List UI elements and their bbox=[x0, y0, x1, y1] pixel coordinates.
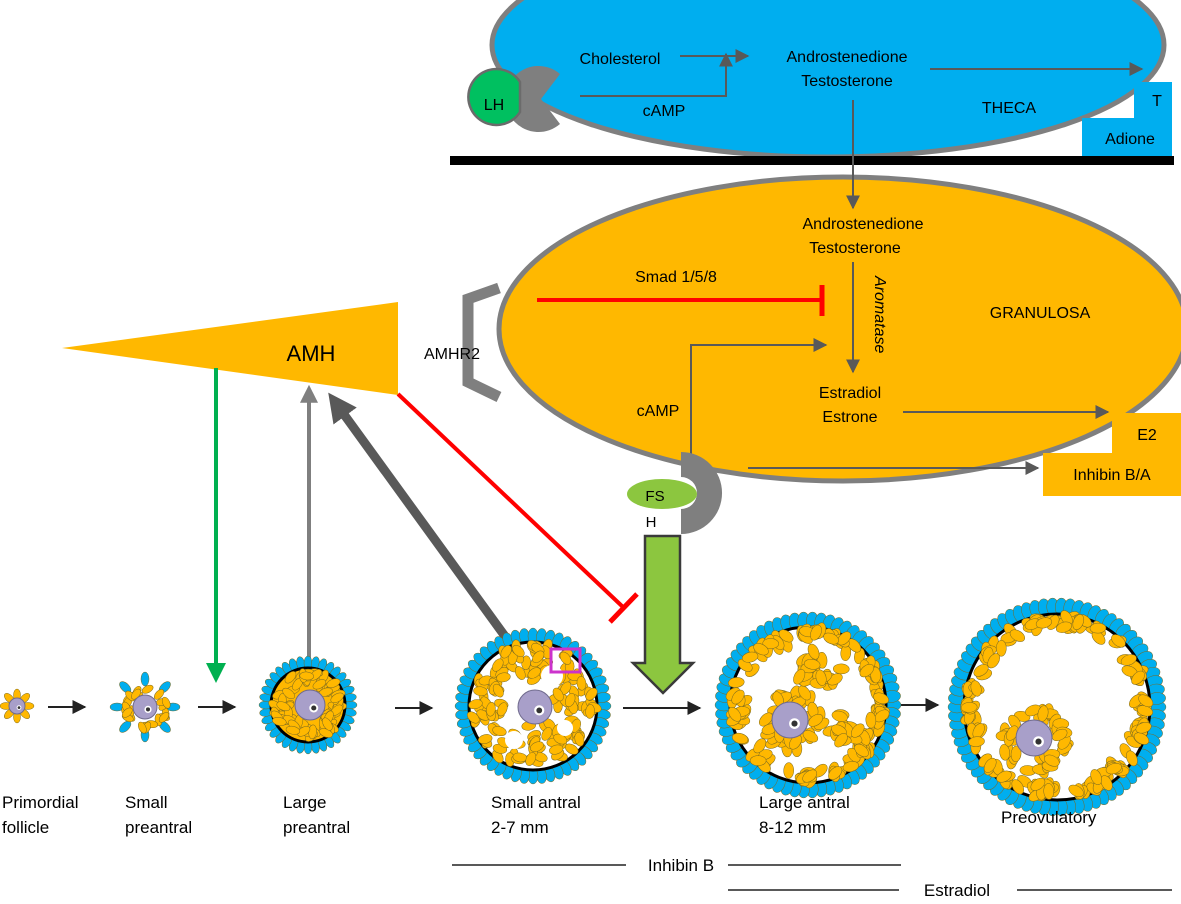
amh-inhibition-line bbox=[396, 392, 626, 610]
theca-camp-arrow bbox=[580, 52, 733, 97]
granulosa-camp-label: cAMP bbox=[637, 403, 680, 420]
lh-label: LH bbox=[484, 97, 504, 114]
cholesterol-label: Cholesterol bbox=[580, 51, 661, 68]
follicle-large-antral bbox=[714, 611, 902, 799]
output-e2-label: E2 bbox=[1137, 427, 1157, 444]
estrone-label: Estrone bbox=[822, 409, 877, 426]
theca-output-boxes: T Adione bbox=[1082, 82, 1172, 158]
theca-label: THECA bbox=[982, 100, 1037, 117]
aromatase-label: Aromatase bbox=[871, 275, 888, 353]
fsh-stimulation-arrow bbox=[629, 534, 697, 695]
amhr2-label: AMHR2 bbox=[424, 346, 480, 363]
highlight-box bbox=[549, 647, 582, 674]
stage-label-large-preantral-1: Large bbox=[283, 793, 326, 812]
stage-label-small-antral-1: Small antral bbox=[491, 793, 581, 812]
granulosa-androstenedione-label: Androstenedione bbox=[803, 216, 924, 233]
stage-label-primordial-2: follicle bbox=[2, 818, 49, 837]
fsh-receptor: FS H bbox=[627, 451, 723, 534]
follicle-primordial bbox=[0, 688, 35, 724]
progression-arrows bbox=[48, 698, 940, 715]
amh-inhibition-bar bbox=[608, 592, 639, 624]
granulosa-camp-arrow bbox=[690, 338, 828, 462]
fsh-hormone-icon bbox=[627, 479, 697, 509]
stage-label-large-antral-1: Large antral bbox=[759, 793, 850, 812]
amhr2-receptor-icon bbox=[462, 282, 502, 402]
stage-label-small-preantral-1: Small bbox=[125, 793, 168, 812]
output-t-label: T bbox=[1152, 93, 1162, 110]
stage-label-small-preantral-2: preantral bbox=[125, 818, 192, 837]
lh-receptor: LH bbox=[467, 66, 560, 132]
estradiol-timeline-label: Estradiol bbox=[924, 881, 990, 900]
granulosa-label: GRANULOSA bbox=[990, 305, 1091, 322]
smad-label: Smad 1/5/8 bbox=[635, 269, 717, 286]
follicle-stages bbox=[0, 597, 1167, 817]
theca-testosterone-label: Testosterone bbox=[801, 73, 893, 90]
fsh-label-top: FS bbox=[645, 488, 664, 505]
amh-label: AMH bbox=[287, 341, 336, 366]
stage-labels: Primordial follicle Small preantral Larg… bbox=[2, 793, 1097, 837]
small-antral-amh-arrow bbox=[328, 392, 532, 671]
output-inhibin-label: Inhibin B/A bbox=[1073, 467, 1151, 484]
stage-label-small-antral-2: 2-7 mm bbox=[491, 818, 549, 837]
theca-camp-label: cAMP bbox=[643, 103, 686, 120]
stage-label-primordial-1: Primordial bbox=[2, 793, 79, 812]
stage-label-large-antral-2: 8-12 mm bbox=[759, 818, 826, 837]
stage-label-large-preantral-2: preantral bbox=[283, 818, 350, 837]
follicle-small-preantral bbox=[109, 671, 181, 743]
hormone-timelines: Inhibin B Estradiol bbox=[452, 856, 1172, 900]
lh-hormone-icon bbox=[467, 67, 522, 127]
basement-membrane bbox=[450, 156, 1174, 165]
granulosa-output-boxes: E2 Inhibin B/A bbox=[1043, 413, 1181, 496]
follicle-large-preantral bbox=[258, 655, 358, 755]
granulosa-cell: Androstenedione Testosterone Smad 1/5/8 … bbox=[496, 100, 1181, 484]
granulosa-testosterone-label: Testosterone bbox=[809, 240, 901, 257]
estradiol-label: Estradiol bbox=[819, 385, 881, 402]
theca-androstenedione-label: Androstenedione bbox=[787, 49, 908, 66]
amh-wedge bbox=[62, 302, 398, 395]
stage-label-preovulatory: Preovulatory bbox=[1001, 808, 1097, 827]
theca-cell: Cholesterol Androstenedione Testosterone… bbox=[489, 0, 1167, 160]
output-adione-label: Adione bbox=[1105, 131, 1155, 148]
follicle-preovulatory bbox=[947, 597, 1167, 817]
fsh-label-bottom: H bbox=[646, 514, 657, 531]
inhibin-b-timeline-label: Inhibin B bbox=[648, 856, 714, 875]
follicle-small-antral bbox=[454, 627, 612, 785]
